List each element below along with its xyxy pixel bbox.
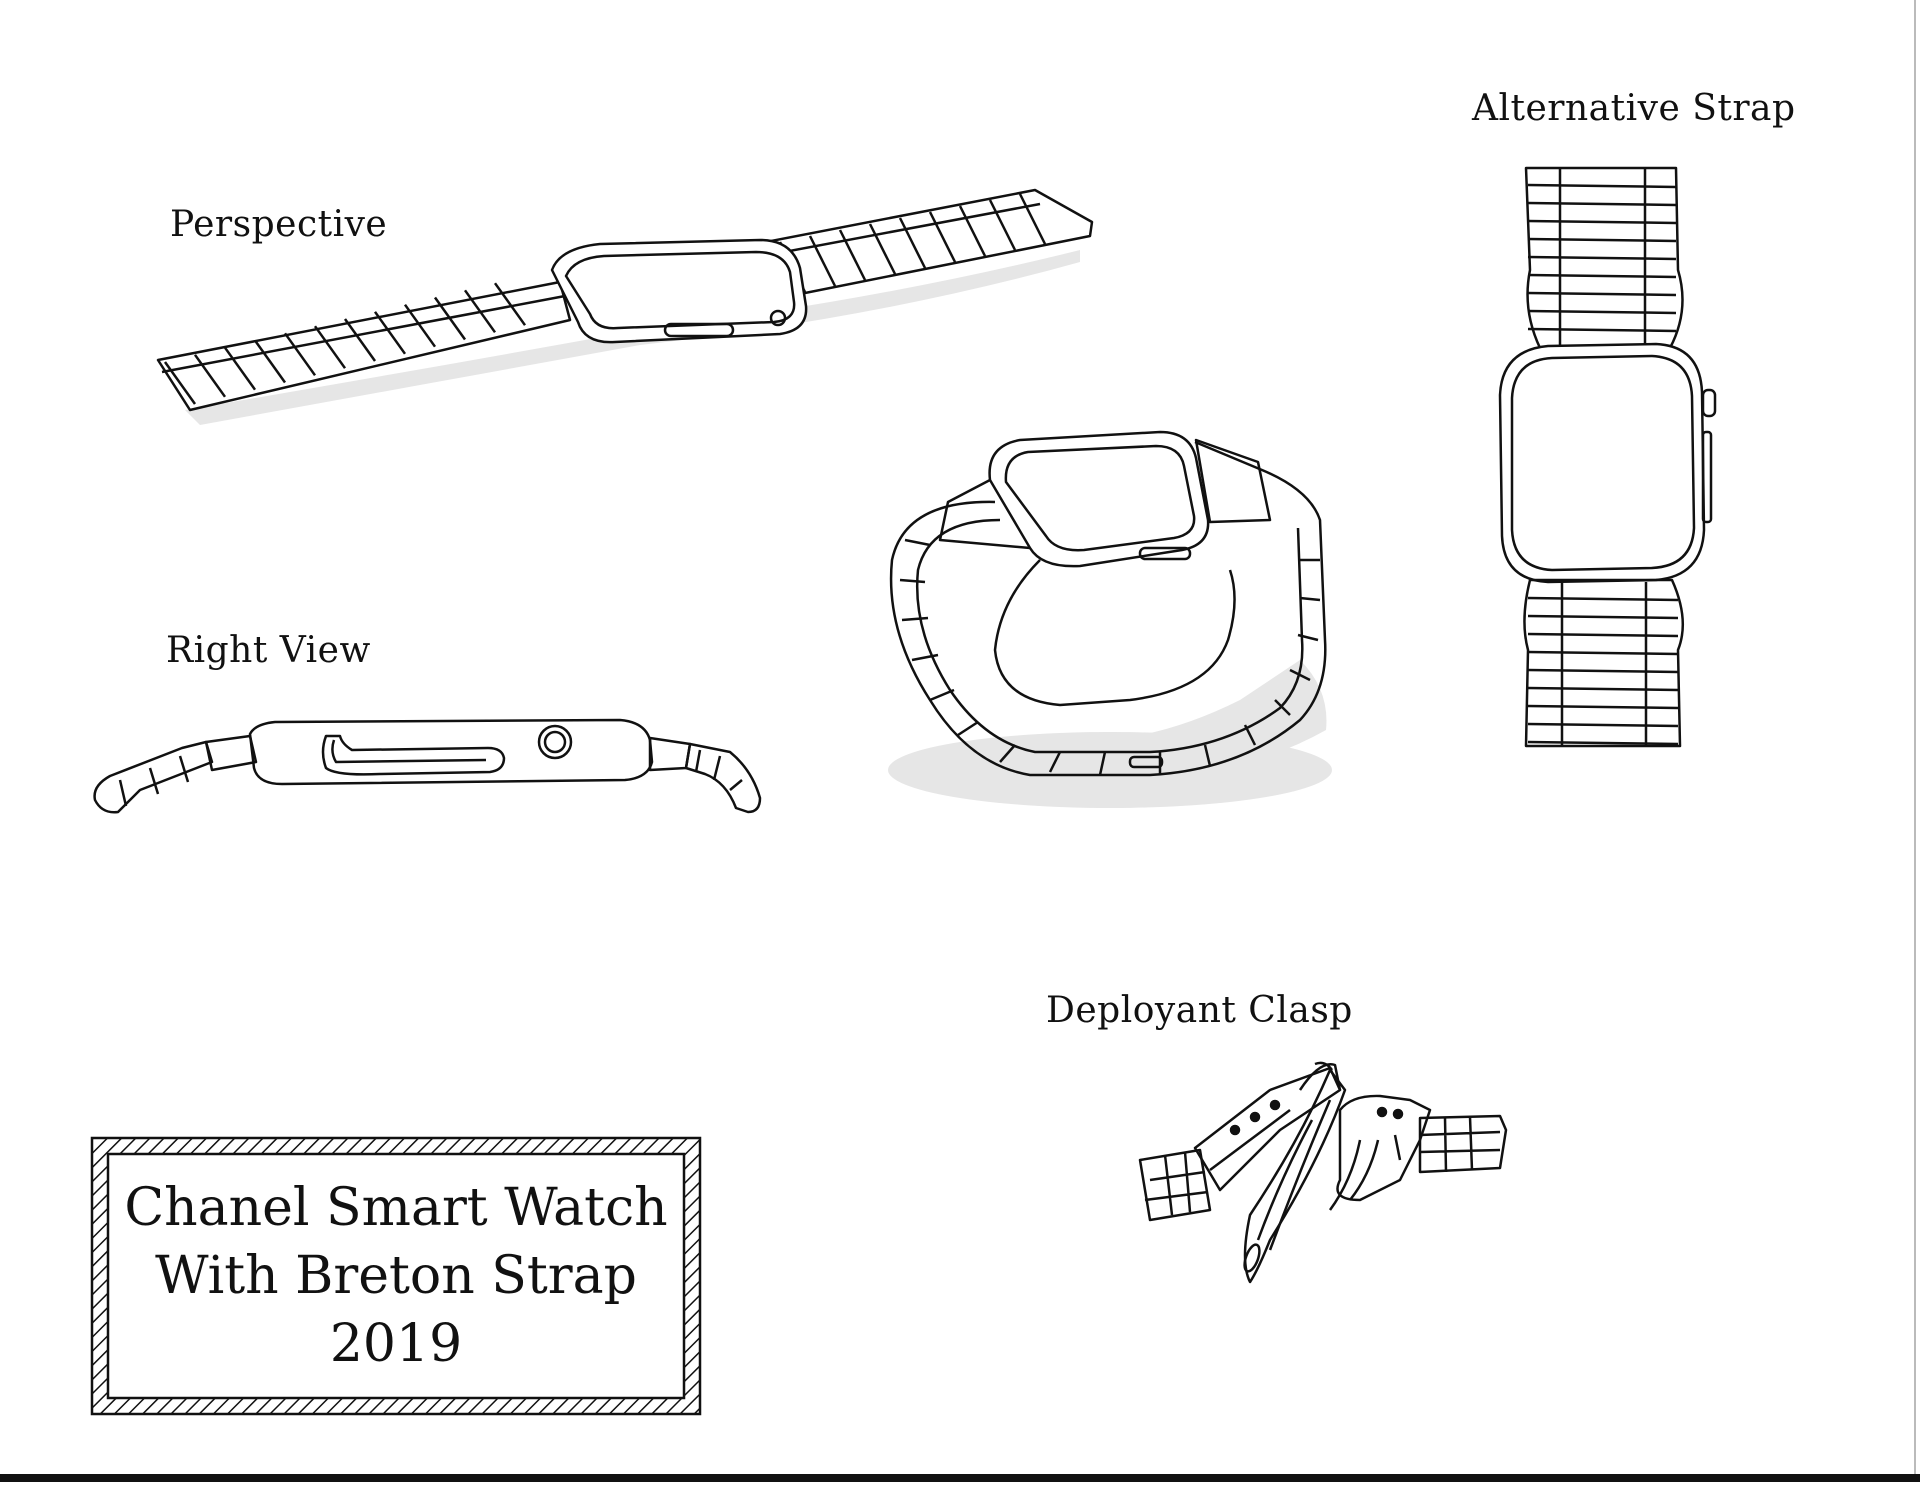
perspective-watch-sketch: [156, 188, 1094, 425]
page-edge-right: [1914, 0, 1916, 1480]
strap-link-line: [1527, 327, 1677, 333]
strap-link-line: [1527, 722, 1679, 728]
strap-link-line: [1527, 183, 1677, 189]
strap-link-line: [838, 229, 867, 281]
strap-link-line: [929, 688, 955, 702]
strap-link-line: [1243, 724, 1257, 746]
strap-link-line: [957, 720, 979, 737]
strap-link-line: [1098, 751, 1107, 776]
strap-link-line: [1527, 255, 1677, 261]
strap-link-line: [283, 332, 317, 377]
deployant-clasp-sketch: [1138, 1061, 1508, 1284]
strap-link-line: [463, 289, 497, 334]
strap-link-line: [1274, 699, 1291, 716]
strap-link-line: [1527, 219, 1677, 225]
strap-link-line: [1527, 686, 1679, 692]
strap-link-line: [1289, 668, 1311, 682]
strap-link-line: [1527, 309, 1677, 315]
strap-link-line: [868, 223, 897, 275]
strap-link-line: [911, 653, 939, 662]
strap-link-line: [163, 361, 197, 405]
strap-link-line: [223, 346, 257, 391]
strap-link-line: [493, 282, 527, 326]
strap-link-line: [193, 354, 227, 398]
strap-link-line: [1527, 740, 1679, 746]
strap-link-line: [958, 205, 987, 257]
strap-link-line: [1018, 193, 1047, 245]
strap-link-line: [1527, 291, 1677, 297]
strap-link-line: [999, 744, 1016, 763]
strap-link-line: [1527, 632, 1679, 638]
strap-link-line: [313, 325, 347, 369]
title-card-frame: [90, 1136, 702, 1416]
title-line-2: With Breton Strap: [155, 1246, 637, 1306]
strap-link-line: [1527, 596, 1679, 602]
strap-link-line: [808, 235, 837, 287]
strap-link-line: [1527, 201, 1677, 207]
strap-link-line: [904, 538, 931, 547]
strap-link-line: [1527, 668, 1679, 674]
strap-link-line: [1527, 273, 1677, 279]
wrapped-watch-sketch: [888, 430, 1332, 808]
strap-link-line: [1527, 704, 1679, 710]
strap-link-line: [253, 339, 287, 384]
strap-link-line: [1297, 633, 1319, 642]
strap-link-line: [403, 303, 437, 348]
alternative-strap-watch-sketch: [1498, 166, 1717, 748]
strap-link-line: [988, 199, 1017, 251]
title-card: Chanel Smart Watch With Breton Strap 201…: [108, 1162, 684, 1390]
strap-link-line: [898, 217, 927, 269]
title-line-1: Chanel Smart Watch: [124, 1178, 668, 1238]
strap-link-line: [901, 616, 929, 622]
page-edge-bottom: [0, 1474, 1920, 1482]
label-alternative-strap: Alternative Strap: [1472, 88, 1796, 129]
strap-link-line: [1203, 744, 1212, 767]
strap-link-line: [343, 318, 377, 362]
strap-link-line: [373, 311, 407, 355]
label-right-view: Right View: [166, 630, 371, 671]
title-line-3: 2019: [329, 1314, 463, 1374]
strap-link-line: [1048, 751, 1062, 773]
strap-link-line: [1527, 237, 1677, 243]
strap-link-line: [433, 296, 467, 341]
strap-link-line: [899, 578, 926, 584]
right-view-watch-sketch: [93, 718, 762, 814]
label-perspective: Perspective: [170, 204, 388, 245]
strap-link-line: [1299, 596, 1321, 602]
strap-link-line: [928, 211, 957, 263]
strap-link-line: [1527, 650, 1679, 656]
label-deployant-clasp: Deployant Clasp: [1046, 990, 1353, 1031]
strap-link-line: [1527, 614, 1679, 620]
